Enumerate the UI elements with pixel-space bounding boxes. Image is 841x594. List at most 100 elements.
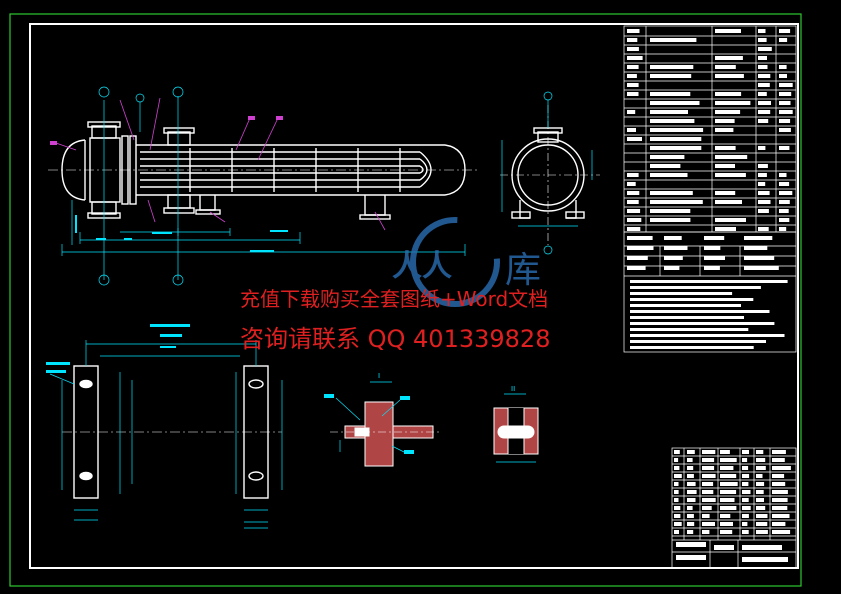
spec-text-mark <box>627 137 642 141</box>
parts-text-mark <box>742 474 750 478</box>
parts-text-mark <box>756 458 766 462</box>
spec-text-mark <box>779 209 789 213</box>
spec-text-mark <box>758 29 766 33</box>
spec-text-mark <box>650 74 692 78</box>
parts-text-mark <box>674 506 681 510</box>
spec-text-mark <box>704 246 721 250</box>
spec-text-mark <box>627 236 653 240</box>
parts-text-mark <box>674 490 679 494</box>
spec-text-mark <box>715 227 736 231</box>
note-text-mark <box>630 292 733 295</box>
spec-text-mark <box>758 200 771 204</box>
parts-text-mark <box>702 474 716 478</box>
annotation-leaders <box>50 97 386 231</box>
parts-text-mark <box>772 506 788 510</box>
spec-text-mark <box>627 266 646 270</box>
parts-text-mark <box>756 514 768 518</box>
spec-text-mark <box>758 146 766 150</box>
spec-text-mark <box>627 209 641 213</box>
spec-text-mark <box>650 119 695 123</box>
parts-text-mark <box>772 482 786 486</box>
parts-text-mark <box>772 514 790 518</box>
spec-text-mark <box>779 200 790 204</box>
parts-text-mark <box>687 498 696 502</box>
parts-text-mark <box>756 466 766 470</box>
spec-text-mark <box>744 256 775 260</box>
parts-text-mark <box>720 482 738 486</box>
spec-text-mark <box>758 38 767 42</box>
parts-list-text <box>674 450 791 562</box>
parts-text-mark <box>742 522 748 526</box>
spec-text-mark <box>779 83 793 87</box>
parts-text-mark <box>702 530 710 534</box>
parts-text-mark <box>756 498 764 502</box>
spec-text-mark <box>715 110 741 114</box>
watermark-line-one: 充值下载购买全套图纸+Word文档 <box>240 287 549 311</box>
spec-text-mark <box>650 146 702 150</box>
spec-text-mark <box>627 83 639 87</box>
spec-text-mark <box>758 74 771 78</box>
spec-text-mark <box>715 56 743 60</box>
spec-text-mark <box>704 266 720 270</box>
parts-text-mark <box>720 498 735 502</box>
note-text-mark <box>630 340 766 343</box>
title-block-text-mark <box>676 542 706 547</box>
parts-text-mark <box>674 514 681 518</box>
parts-text-mark <box>742 482 749 486</box>
spec-text-mark <box>779 92 792 96</box>
parts-text-mark <box>742 466 749 470</box>
title-block-text-mark <box>714 545 734 550</box>
parts-text-mark <box>687 474 694 478</box>
spec-text-mark <box>758 101 771 105</box>
spec-text-mark <box>627 38 638 42</box>
parts-text-mark <box>742 458 748 462</box>
spec-text-mark <box>715 191 736 195</box>
spec-text-mark <box>627 246 654 250</box>
spec-text-mark <box>650 38 697 42</box>
spec-text-mark <box>650 137 702 141</box>
parts-text-mark <box>720 530 733 534</box>
spec-text-mark <box>664 236 682 240</box>
parts-text-mark <box>674 522 682 526</box>
parts-text-mark <box>674 466 680 470</box>
note-text-mark <box>630 304 741 307</box>
spec-text-mark <box>627 29 640 33</box>
parts-text-mark <box>674 458 679 462</box>
spec-text-mark <box>779 110 793 114</box>
parts-text-mark <box>742 506 751 510</box>
parts-text-mark <box>720 514 731 518</box>
parts-text-mark <box>720 450 730 454</box>
spec-text-mark <box>715 173 746 177</box>
parts-text-mark <box>702 466 715 470</box>
spec-text-mark <box>627 47 639 51</box>
parts-text-mark <box>772 490 788 494</box>
logo-glyph-left: 人人 <box>392 249 452 284</box>
note-text-mark <box>630 286 761 289</box>
spec-text-mark <box>704 256 725 260</box>
parts-text-mark <box>756 474 763 478</box>
parts-text-mark <box>772 530 791 534</box>
parts-text-mark <box>742 514 749 518</box>
parts-text-mark <box>674 450 680 454</box>
parts-text-mark <box>702 522 715 526</box>
spec-text-mark <box>650 155 685 159</box>
spec-text-mark <box>715 92 742 96</box>
parts-text-mark <box>756 522 768 526</box>
parts-list-table <box>671 447 797 569</box>
parts-text-mark <box>674 530 679 534</box>
spec-text-mark <box>779 191 793 195</box>
parts-text-mark <box>772 498 788 502</box>
spec-text-mark <box>650 218 691 222</box>
spec-text-mark <box>779 128 791 132</box>
spec-text-mark <box>779 218 790 222</box>
parts-text-mark <box>702 450 716 454</box>
parts-text-mark <box>674 482 679 486</box>
end-view-dimensions <box>501 100 593 227</box>
parts-text-mark <box>742 498 749 502</box>
parts-text-mark <box>702 458 715 462</box>
spec-text-mark <box>779 65 787 69</box>
spec-text-mark <box>779 173 787 177</box>
spec-text-mark <box>779 182 790 186</box>
parts-text-mark <box>702 498 716 502</box>
